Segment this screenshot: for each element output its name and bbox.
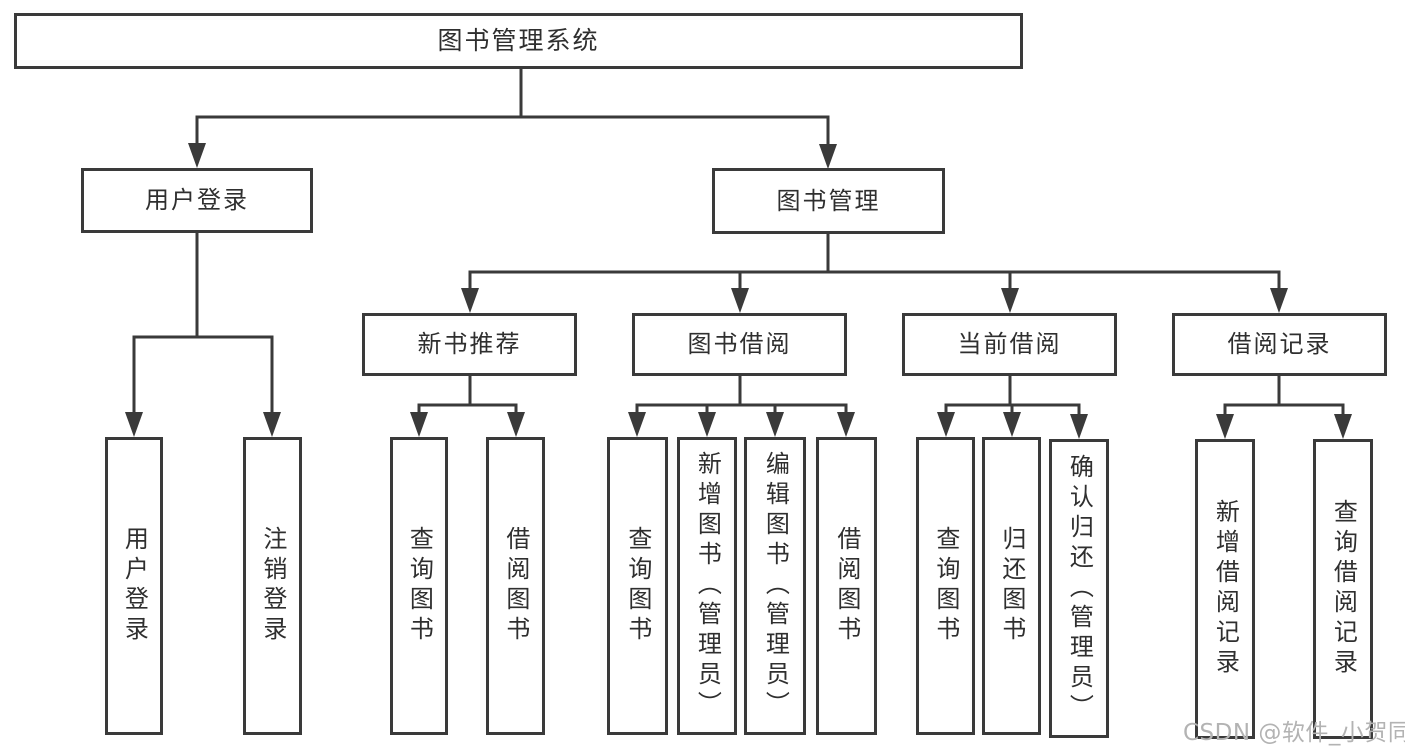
arrowhead-icon bbox=[819, 144, 837, 169]
node-label: 借阅图书 bbox=[501, 526, 530, 646]
arrowhead-icon bbox=[1003, 412, 1021, 437]
node-label: 查询图书 bbox=[931, 526, 960, 646]
arrowhead-icon bbox=[837, 412, 855, 437]
node-label: 归还图书 bbox=[997, 526, 1026, 646]
csdn-watermark: CSDN @软件_小贺同学 bbox=[1183, 720, 1405, 746]
node-leaf-query-books-2: 查询图书 bbox=[607, 437, 668, 735]
arrowhead-icon bbox=[1334, 414, 1352, 439]
node-branch-user-login: 用户登录 bbox=[81, 168, 313, 233]
node-leaf-user-login: 用户登录 bbox=[105, 437, 163, 735]
node-label: 当前借阅 bbox=[957, 330, 1062, 359]
node-current-borrowing: 当前借阅 bbox=[902, 313, 1117, 376]
node-label: 用户登录 bbox=[145, 186, 249, 215]
node-leaf-logout: 注销登录 bbox=[243, 437, 302, 735]
node-leaf-add-borrow-record: 新增借阅记录 bbox=[1195, 439, 1255, 739]
node-leaf-edit-books-admin: 编辑图书（管理员） bbox=[744, 437, 806, 735]
arrowhead-icon bbox=[731, 288, 749, 313]
node-label: 查询借阅记录 bbox=[1329, 499, 1358, 679]
node-leaf-query-borrow-record: 查询借阅记录 bbox=[1313, 439, 1373, 739]
node-branch-book-management: 图书管理 bbox=[712, 168, 945, 234]
node-leaf-add-books-admin: 新增图书（管理员） bbox=[677, 437, 737, 735]
node-label: 注销登录 bbox=[258, 526, 287, 646]
node-book-borrowing: 图书借阅 bbox=[632, 313, 847, 376]
node-label: 新增借阅记录 bbox=[1211, 499, 1240, 679]
node-label: 借阅记录 bbox=[1227, 330, 1332, 359]
node-root-system: 图书管理系统 bbox=[14, 13, 1023, 69]
node-label: 借阅图书 bbox=[832, 526, 861, 646]
arrowhead-icon bbox=[1001, 288, 1019, 313]
arrowhead-icon bbox=[1270, 288, 1288, 313]
node-leaf-borrow-books-1: 借阅图书 bbox=[486, 437, 545, 735]
node-borrowing-records: 借阅记录 bbox=[1172, 313, 1387, 376]
arrowhead-icon bbox=[188, 143, 206, 168]
arrowhead-icon bbox=[125, 412, 143, 437]
arrowhead-icon bbox=[937, 412, 955, 437]
node-label: 查询图书 bbox=[623, 526, 652, 646]
node-label: 图书借阅 bbox=[687, 330, 792, 359]
node-label: 新增图书（管理员） bbox=[693, 451, 722, 721]
node-new-book-recommendation: 新书推荐 bbox=[362, 313, 577, 376]
node-label: 确认归还（管理员） bbox=[1065, 453, 1094, 724]
arrowhead-icon bbox=[1216, 414, 1234, 439]
node-leaf-return-books: 归还图书 bbox=[982, 437, 1041, 735]
arrowhead-icon bbox=[507, 412, 525, 437]
node-label: 图书管理系统 bbox=[437, 26, 600, 55]
node-leaf-query-books-3: 查询图书 bbox=[916, 437, 975, 735]
arrowhead-icon bbox=[461, 288, 479, 313]
node-label: 用户登录 bbox=[120, 526, 149, 646]
arrowhead-icon bbox=[263, 412, 281, 437]
node-leaf-query-books-1: 查询图书 bbox=[390, 437, 448, 735]
arrowhead-icon bbox=[628, 412, 646, 437]
node-label: 图书管理 bbox=[776, 186, 881, 215]
node-label: 查询图书 bbox=[405, 526, 434, 646]
arrowhead-icon bbox=[766, 412, 784, 437]
node-label: 编辑图书（管理员） bbox=[761, 451, 790, 721]
arrowhead-icon bbox=[698, 412, 716, 437]
node-leaf-confirm-return: 确认归还（管理员） bbox=[1049, 439, 1109, 738]
node-leaf-borrow-books-2: 借阅图书 bbox=[816, 437, 877, 735]
arrowhead-icon bbox=[1070, 414, 1088, 439]
node-label: 新书推荐 bbox=[417, 330, 522, 359]
arrowhead-icon bbox=[410, 412, 428, 437]
